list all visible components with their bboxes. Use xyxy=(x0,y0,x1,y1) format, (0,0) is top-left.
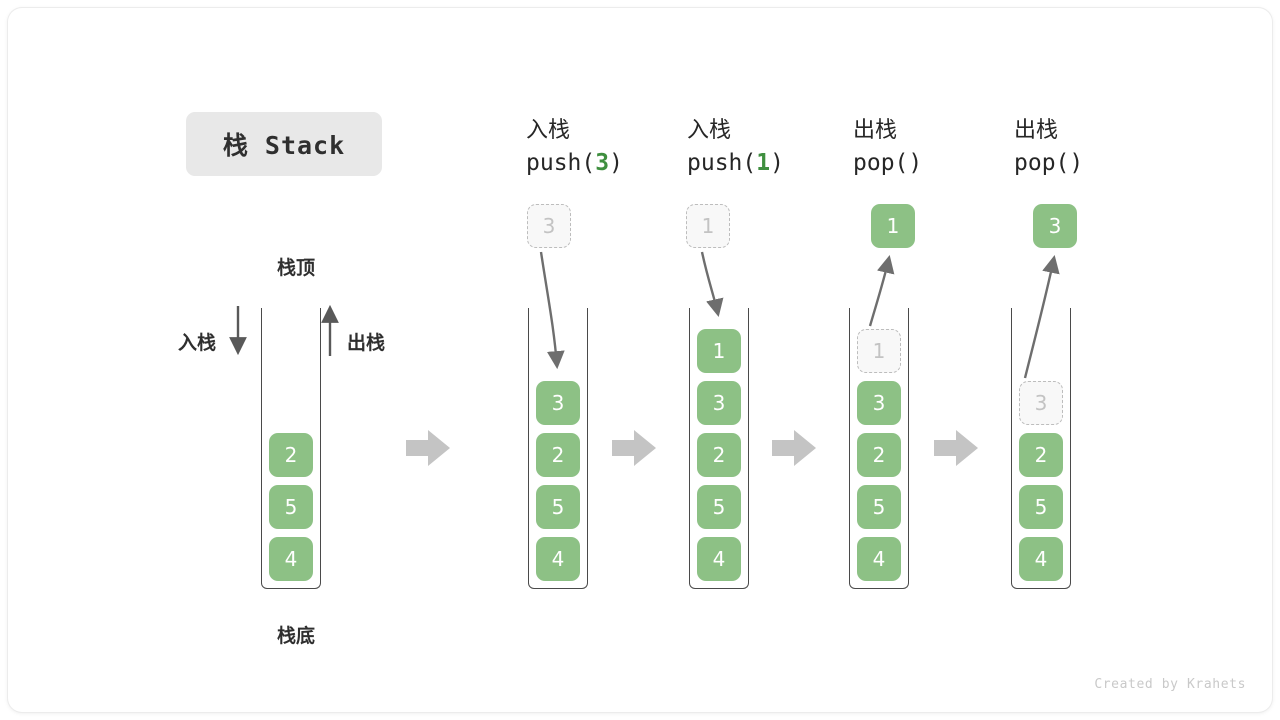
stack-cell: 2 xyxy=(1019,433,1063,477)
stack-bottom-label: 栈底 xyxy=(276,625,315,647)
stack-cell: 5 xyxy=(697,485,741,529)
credit-text: Created by Krahets xyxy=(1094,677,1246,692)
step-caption-pop-1: 出栈 pop() xyxy=(853,116,1033,180)
step-op-code: pop() xyxy=(853,146,1033,180)
floating-cell-ghost: 1 xyxy=(686,204,730,248)
stack-frame-step-4 xyxy=(1011,308,1071,589)
stack-cell: 2 xyxy=(857,433,901,477)
stack-frame-step-2 xyxy=(689,308,749,589)
op-code-prefix: pop( xyxy=(1014,150,1070,176)
stack-cell: 3 xyxy=(857,381,901,425)
step-op-cn: 入栈 xyxy=(687,118,732,143)
op-code-suffix: ) xyxy=(770,150,784,176)
stack-cell-ghost: 1 xyxy=(857,329,901,373)
step-op-cn: 入栈 xyxy=(526,118,571,143)
step-op-cn: 出栈 xyxy=(1014,118,1059,143)
step-caption-push-1: 入栈 push(1) xyxy=(687,116,867,180)
floating-cell-ghost: 3 xyxy=(527,204,571,248)
op-code-prefix: pop( xyxy=(853,150,909,176)
op-code-suffix: ) xyxy=(908,150,923,176)
stack-cell: 2 xyxy=(697,433,741,477)
stack-cell: 5 xyxy=(1019,485,1063,529)
stack-cell: 2 xyxy=(536,433,580,477)
stack-frame-base xyxy=(261,308,321,589)
step-op-code: pop() xyxy=(1014,146,1194,180)
popped-cell: 3 xyxy=(1033,204,1077,248)
flow-arrow-icon xyxy=(934,430,978,466)
op-code-suffix: ) xyxy=(1069,150,1084,176)
stack-frame-step-1 xyxy=(528,308,588,589)
flow-arrow-icon xyxy=(406,430,450,466)
flow-arrow-icon xyxy=(772,430,816,466)
stack-cell: 4 xyxy=(697,537,741,581)
stack-top-label: 栈顶 xyxy=(276,257,315,279)
push-direction-label: 入栈 xyxy=(178,332,217,354)
op-code-prefix: push( xyxy=(687,150,757,176)
op-code-arg: 1 xyxy=(756,150,771,176)
stack-cell: 1 xyxy=(697,329,741,373)
step-op-cn: 出栈 xyxy=(853,118,898,143)
op-code-suffix: ) xyxy=(609,150,623,176)
stack-cell: 3 xyxy=(697,381,741,425)
stack-cell: 3 xyxy=(536,381,580,425)
title-badge-label: 栈 Stack xyxy=(222,131,346,160)
stack-frame-step-3 xyxy=(849,308,909,589)
stack-cell: 5 xyxy=(536,485,580,529)
stack-cell: 4 xyxy=(1019,537,1063,581)
step-op-code: push(3) xyxy=(526,146,706,180)
diagram-canvas: 栈 Stack 栈顶 栈底 入栈 出栈 2 5 4 入栈 push(3) 3 3… xyxy=(8,8,1272,712)
op-code-arg: 3 xyxy=(595,150,610,176)
stack-cell: 2 xyxy=(269,433,313,477)
stack-cell-ghost: 3 xyxy=(1019,381,1063,425)
stack-cell: 4 xyxy=(536,537,580,581)
stack-cell: 5 xyxy=(269,485,313,529)
stack-cell: 4 xyxy=(857,537,901,581)
push-path-arrow-icon xyxy=(700,251,724,318)
op-code-prefix: push( xyxy=(526,150,596,176)
step-caption-pop-3: 出栈 pop() xyxy=(1014,116,1194,180)
step-caption-push-3: 入栈 push(3) xyxy=(526,116,706,180)
step-op-code: push(1) xyxy=(687,146,867,180)
popped-cell: 1 xyxy=(871,204,915,248)
flow-arrow-icon xyxy=(612,430,656,466)
pop-direction-label: 出栈 xyxy=(347,332,386,354)
title-badge: 栈 Stack xyxy=(186,112,382,176)
stack-cell: 5 xyxy=(857,485,901,529)
stack-cell: 4 xyxy=(269,537,313,581)
